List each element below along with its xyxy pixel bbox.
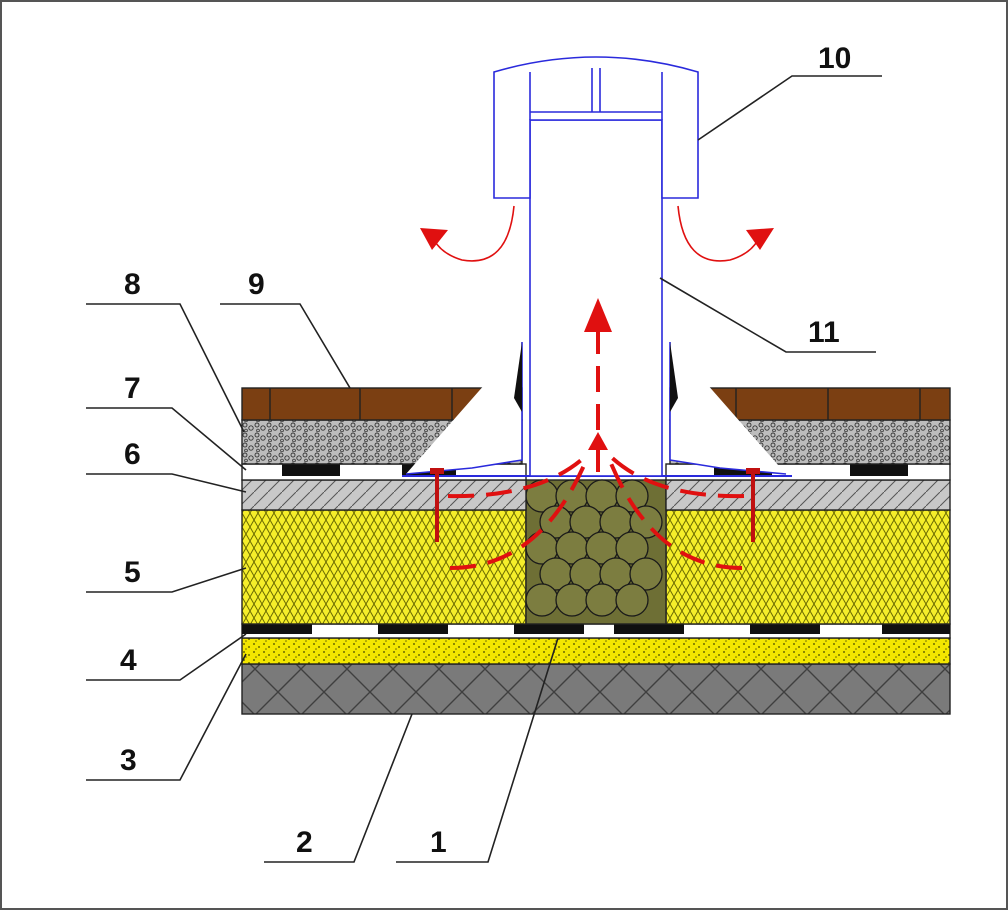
fastener-screw-left (430, 468, 444, 542)
drainage-stone (615, 531, 649, 565)
callout-9: 9 (248, 268, 265, 301)
drainage-stone (525, 583, 559, 617)
aerator-cap (493, 56, 699, 199)
screed-layer (241, 637, 951, 665)
drainage-stone (555, 583, 589, 617)
drainage-stone (615, 583, 649, 617)
cover-sheet-layer-left (241, 479, 527, 511)
callout-10: 10 (818, 42, 851, 75)
callout-leaders (86, 75, 882, 863)
vapor-barrier-layer (241, 623, 951, 639)
callout-4: 4 (120, 644, 137, 677)
callout-5: 5 (124, 556, 141, 589)
insulation-layer-right (665, 509, 951, 625)
airflow-arrows (420, 205, 774, 570)
insulation-layer-left (241, 509, 527, 625)
fastener-screw-right (746, 468, 760, 542)
drainage-stone (629, 557, 663, 591)
callout-1: 1 (430, 826, 447, 859)
callout-6: 6 (124, 438, 141, 471)
cover-sheet-layer-right (665, 479, 951, 511)
callout-11: 11 (808, 316, 840, 349)
drainage-stone (615, 479, 649, 513)
callout-labels: 10 11 9 8 7 6 5 4 3 2 1 (120, 42, 851, 859)
callout-8: 8 (124, 268, 141, 301)
base-slab-layer (241, 663, 951, 715)
drainage-stone (585, 583, 619, 617)
drainage-stone-fill (525, 479, 667, 625)
callout-2: 2 (296, 826, 313, 859)
callout-7: 7 (124, 372, 141, 405)
callout-3: 3 (120, 744, 137, 777)
